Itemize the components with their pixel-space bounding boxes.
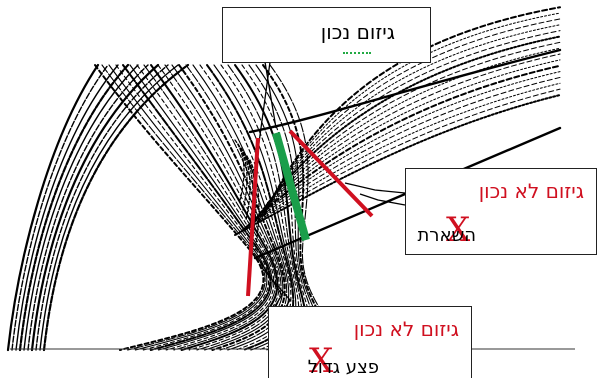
trunk-grain-left (30, 63, 160, 352)
trunk-grain (157, 64, 280, 351)
trunk-grain-left (42, 63, 190, 352)
trunk-grain (122, 64, 272, 351)
wrong-flush-x-mark: X (309, 341, 334, 381)
branch-grain (236, 88, 561, 235)
callout-wrong-stub: גיזום לא נכון X השארת (405, 168, 597, 255)
trunk-grain (101, 64, 266, 351)
branch-grain (243, 64, 561, 230)
trunk-grain (115, 64, 270, 351)
branch-top-edge (248, 48, 562, 134)
trunk-grain-left (39, 64, 179, 351)
trunk-grain (178, 64, 286, 351)
branch-collar-swirl (249, 159, 260, 251)
branch-grain (248, 53, 561, 227)
wrong-stub-reason: השארת (417, 225, 476, 246)
branch-collar-swirl (243, 151, 254, 231)
branch-grain (261, 12, 561, 218)
leader-wrong-stub (344, 182, 406, 194)
branch-grain (250, 47, 561, 226)
trunk-grain-left (18, 63, 130, 352)
branch-grain (252, 41, 561, 224)
wrong-cut-stub-line (288, 129, 374, 218)
callout-wrong-flush-label: גיזום לא נכון (353, 317, 459, 341)
wrong-stub-x-mark: X (446, 210, 471, 250)
callout-correct-pruning: גיזום נכון (222, 7, 431, 63)
callout-wrong-flush: גיזום לא נכון X פצע גדול (268, 306, 472, 378)
branch-grain (246, 59, 561, 228)
leader-correct-2 (257, 61, 271, 151)
branch-grain (253, 35, 561, 223)
branch-grain (238, 82, 561, 233)
trunk-grain (108, 64, 268, 351)
trunk-grain-left (15, 64, 119, 351)
branch-grain (242, 71, 561, 231)
trunk-grain (150, 64, 279, 351)
trunk-grain (143, 64, 277, 351)
branch-bottom-edge (253, 126, 562, 260)
branch-collar-swirl (240, 147, 251, 221)
trunk-grain (129, 64, 273, 351)
trunk-grain-left (23, 64, 139, 351)
trunk-grain-left (35, 64, 169, 351)
branch-trunk-illustration (6, 6, 562, 352)
trunk-grain (94, 64, 265, 351)
trunk-grain-left (11, 64, 109, 351)
trunk-grain-left (6, 63, 100, 352)
leader-wrong-stub-2 (359, 193, 406, 206)
callout-correct-label: גיזום נכון (320, 20, 395, 44)
branch-grain (234, 94, 561, 236)
callout-wrong-stub-label: גיזום לא נכון (478, 179, 584, 203)
leader-correct (264, 61, 277, 129)
wrong-flush-reason: פצע גדול (307, 357, 379, 378)
correct-underline-mark (343, 46, 371, 54)
branch-grain (240, 76, 561, 232)
wrong-cut-flush-line (246, 137, 260, 297)
correct-cut-line (272, 131, 310, 242)
trunk-grain (136, 64, 275, 351)
